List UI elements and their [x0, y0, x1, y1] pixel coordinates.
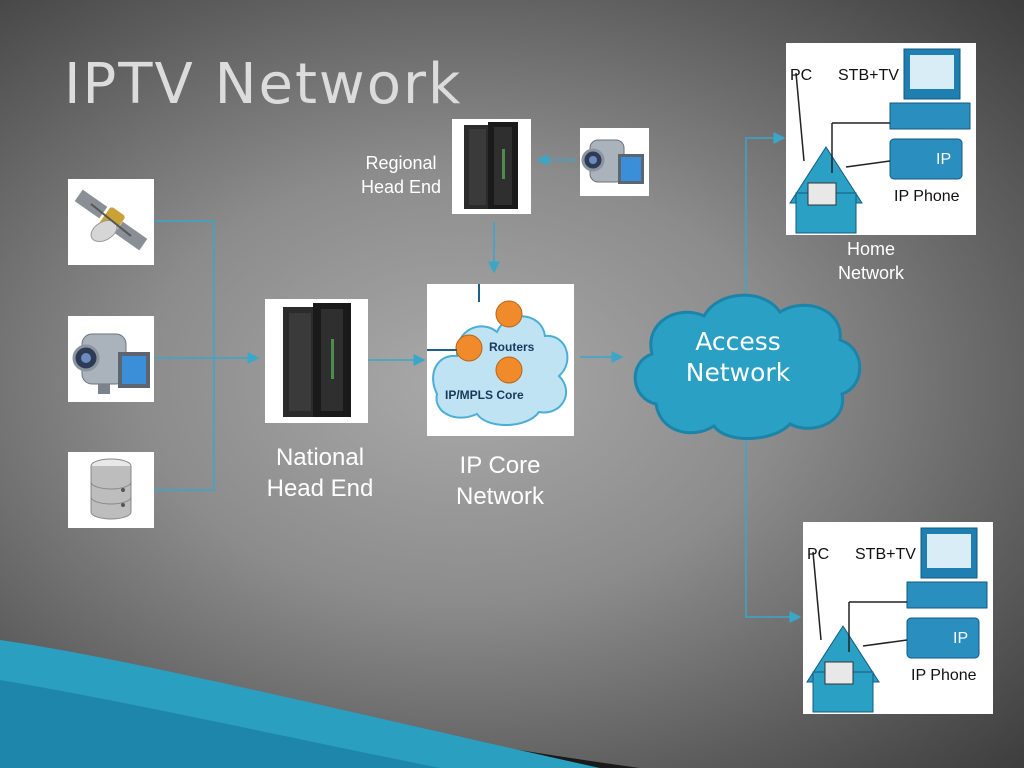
camera-source — [68, 316, 154, 402]
video-camera-icon — [72, 333, 150, 394]
regional-camera-source — [580, 128, 649, 196]
satellite-icon — [74, 189, 148, 251]
national-head-end-server — [265, 299, 368, 423]
home-network-bottom-tile: PC STB+TV IP IP Phone — [803, 522, 993, 714]
access-to-home-top-arrow — [745, 132, 786, 300]
ip-core-network-tile: Routers IP/MPLS Core — [427, 284, 574, 436]
ip-core-line-2: Network — [455, 483, 545, 510]
pc-label: PC — [790, 67, 813, 84]
database-icon — [90, 458, 132, 520]
access-network-line-1: Access — [695, 327, 781, 356]
national-head-end-line-2: Head End — [266, 475, 374, 502]
regional-head-end-line-2: Head End — [360, 177, 442, 197]
satellite-source — [68, 179, 154, 265]
access-network-line-2: Network — [685, 358, 791, 387]
ip-phone-label: IP Phone — [894, 188, 960, 205]
home-network-label: Home Network — [816, 237, 926, 285]
home-network-line-2: Network — [837, 263, 904, 283]
ip-core-network-label: IP Core Network — [430, 450, 570, 512]
regional-head-end-server — [452, 119, 531, 214]
stb-tv-label: STB+TV — [838, 67, 899, 84]
stb-tv-label: STB+TV — [855, 546, 916, 563]
access-network-label: Access Network — [668, 326, 808, 388]
ip-badge: IP — [953, 630, 969, 647]
home-network-graphic — [806, 527, 988, 713]
ip-core-line-1: IP Core — [459, 452, 541, 479]
storage-source — [68, 452, 154, 528]
pc-label: PC — [807, 546, 830, 563]
home-network-line-1: Home — [846, 239, 895, 259]
ip-mpls-core-label: IP/MPLS Core — [445, 388, 524, 402]
ip-badge: IP — [936, 151, 952, 168]
server-rack-icon — [464, 122, 518, 209]
regional-head-end-label: Regional Head End — [344, 151, 458, 199]
decorative-swoosh — [0, 640, 640, 768]
routers-label: Routers — [489, 340, 535, 354]
access-network-cloud — [633, 293, 862, 440]
home-network-top-tile: PC STB+TV IP IP Phone — [786, 43, 976, 235]
satellite-link — [154, 220, 215, 491]
page-title: IPTV Network — [64, 52, 463, 117]
server-rack-icon — [283, 303, 351, 417]
regional-head-end-line-1: Regional — [365, 153, 437, 173]
national-head-end-line-1: National — [275, 444, 365, 471]
home-network-graphic — [789, 48, 971, 234]
ip-phone-label: IP Phone — [911, 667, 977, 684]
national-head-end-label: National Head End — [250, 442, 390, 504]
access-to-home-bottom-arrow — [745, 438, 802, 623]
video-camera-icon — [581, 139, 644, 184]
cloud-routers-graphic — [427, 284, 569, 426]
